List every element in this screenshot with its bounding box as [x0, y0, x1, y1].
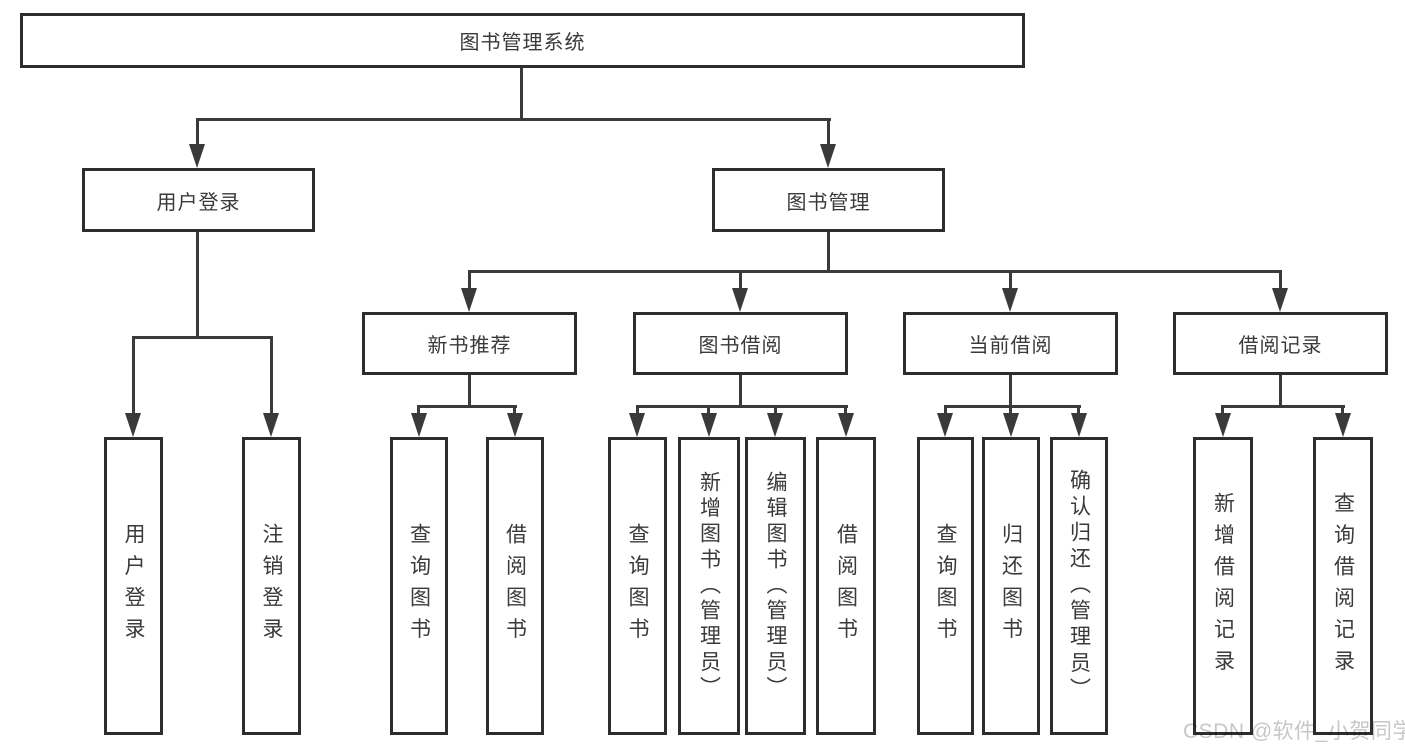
node-label: 图书管理 [786, 191, 871, 214]
connector-line [196, 121, 199, 148]
arrowhead-down-icon [820, 144, 836, 168]
leaf-label: 编辑图书（管理员） [764, 470, 787, 702]
node-label: 借阅记录 [1238, 335, 1323, 357]
leaf-label: 查询借阅记录 [1331, 491, 1355, 681]
connector-line [844, 405, 847, 417]
connector-line [1009, 405, 1012, 417]
leaf-label: 新增图书（管理员） [697, 470, 721, 702]
connector-line [468, 375, 471, 407]
node-label: 新书推荐 [427, 335, 512, 357]
connector-line [944, 405, 947, 417]
node-library-management-system: 图书管理系统 [20, 13, 1025, 68]
arrowhead-down-icon [1071, 413, 1087, 437]
connector-line [739, 273, 742, 290]
connector-line [270, 339, 273, 416]
connector-line [1221, 405, 1224, 417]
arrowhead-down-icon [1215, 413, 1231, 437]
arrowhead-down-icon [732, 288, 748, 312]
node-label: 当前借阅 [968, 335, 1053, 357]
node-borrow-records: 借阅记录 [1173, 312, 1388, 375]
connector-line [707, 405, 710, 417]
arrowhead-down-icon [767, 413, 783, 437]
connector-line [418, 405, 517, 408]
leaf-query-books-2: 查询图书 [608, 437, 667, 735]
connector-line [468, 273, 471, 290]
leaf-add-borrow-record: 新增借阅记录 [1193, 437, 1253, 735]
arrowhead-down-icon [838, 413, 854, 437]
connector-line [196, 232, 199, 339]
connector-line [520, 68, 523, 121]
leaf-return-books: 归还图书 [982, 437, 1040, 735]
connector-line [417, 405, 420, 417]
arrowhead-down-icon [125, 413, 141, 437]
arrowhead-down-icon [189, 144, 205, 168]
leaf-label: 确认归还（管理员） [1067, 468, 1091, 704]
node-user-login-branch: 用户登录 [82, 168, 315, 232]
leaf-label: 查询图书 [934, 523, 957, 649]
connector-line [132, 336, 273, 339]
leaf-query-books-3: 查询图书 [917, 437, 974, 735]
arrowhead-down-icon [1335, 413, 1351, 437]
arrowhead-down-icon [629, 413, 645, 437]
leaf-borrow-books-1: 借阅图书 [486, 437, 544, 735]
leaf-user-login: 用户登录 [104, 437, 163, 735]
leaf-logout: 注销登录 [242, 437, 301, 735]
arrowhead-down-icon [1272, 288, 1288, 312]
arrowhead-down-icon [461, 288, 477, 312]
connector-line [1009, 273, 1012, 290]
arrowhead-down-icon [701, 413, 717, 437]
arrowhead-down-icon [411, 413, 427, 437]
connector-line [636, 405, 848, 408]
leaf-query-books-1: 查询图书 [390, 437, 448, 735]
node-current-borrowing: 当前借阅 [903, 312, 1118, 375]
node-label: 图书管理系统 [459, 32, 586, 54]
leaf-query-borrow-record: 查询借阅记录 [1313, 437, 1373, 735]
node-label: 图书借阅 [698, 335, 783, 357]
leaf-label: 查询图书 [626, 523, 649, 649]
connector-line [827, 232, 830, 273]
leaf-label: 查询图书 [407, 523, 431, 649]
connector-line [1279, 273, 1282, 290]
connector-line [1077, 405, 1080, 417]
node-label: 用户登录 [156, 191, 241, 214]
connector-line [196, 118, 831, 121]
csdn-watermark: CSDN @软件_小贺同学 [1183, 720, 1405, 743]
leaf-add-books-admin: 新增图书（管理员） [678, 437, 740, 735]
connector-line [1341, 405, 1344, 417]
connector-line [1279, 375, 1282, 407]
leaf-label: 新增借阅记录 [1211, 491, 1235, 681]
connector-line [1221, 405, 1345, 408]
leaf-edit-books-admin: 编辑图书（管理员） [745, 437, 806, 735]
connector-line [944, 405, 1081, 408]
arrowhead-down-icon [937, 413, 953, 437]
connector-line [513, 405, 516, 417]
node-book-management-branch: 图书管理 [712, 168, 945, 232]
arrowhead-down-icon [507, 413, 523, 437]
node-new-book-recommend: 新书推荐 [362, 312, 577, 375]
connector-line [468, 270, 1282, 273]
leaf-label: 用户登录 [122, 523, 145, 649]
leaf-label: 注销登录 [260, 523, 283, 649]
connector-line [739, 375, 742, 407]
connector-line [827, 121, 830, 148]
arrowhead-down-icon [1003, 413, 1019, 437]
leaf-confirm-return-admin: 确认归还（管理员） [1050, 437, 1108, 735]
leaf-label: 归还图书 [999, 523, 1023, 649]
connector-line [636, 405, 639, 417]
connector-line [774, 405, 777, 417]
arrowhead-down-icon [1002, 288, 1018, 312]
connector-line [1009, 375, 1012, 407]
arrowhead-down-icon [263, 413, 279, 437]
leaf-borrow-books-2: 借阅图书 [816, 437, 876, 735]
connector-line [132, 339, 135, 416]
leaf-label: 借阅图书 [834, 523, 858, 649]
node-book-borrowing: 图书借阅 [633, 312, 848, 375]
leaf-label: 借阅图书 [503, 523, 527, 649]
